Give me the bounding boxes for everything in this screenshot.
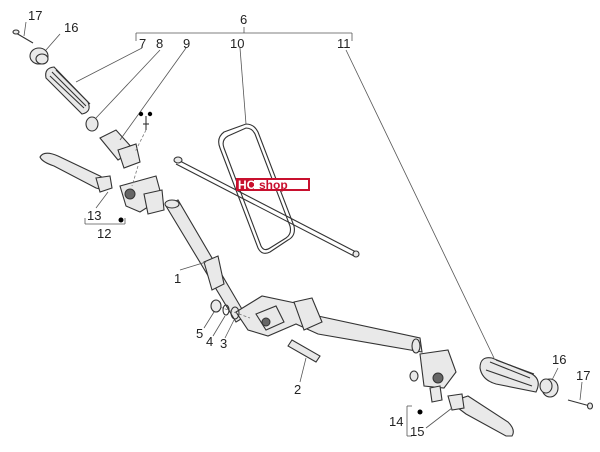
left-lever-13 <box>39 152 113 209</box>
label-16-left: 16 <box>64 20 78 35</box>
group-12-bracket <box>84 218 126 225</box>
label-5: 5 <box>196 326 203 341</box>
label-3: 3 <box>220 336 227 351</box>
right-grip <box>479 357 539 393</box>
screw-17-right <box>567 381 594 410</box>
nut-washers-3-4-5 <box>203 299 251 339</box>
grip-end-16-left <box>29 33 61 65</box>
label-1: 1 <box>174 271 181 286</box>
label-11: 11 <box>337 36 351 51</box>
group-14-bracket <box>406 405 412 437</box>
label-7: 7 <box>139 36 146 51</box>
bolt-2 <box>287 339 321 383</box>
grip-end-16-right <box>539 367 559 398</box>
ring-8 <box>85 49 161 132</box>
screw-17-left <box>12 21 34 44</box>
right-lever-15 <box>425 393 514 437</box>
group-6-bracket <box>135 27 353 41</box>
label-8: 8 <box>156 36 163 51</box>
throttle-tube-9 <box>99 47 187 169</box>
brake-cable-11 <box>173 49 495 359</box>
label-10: 10 <box>230 36 244 51</box>
label-2: 2 <box>294 382 301 397</box>
svg-text:shop: shop <box>259 178 288 192</box>
label-14: 14 <box>389 414 403 429</box>
label-6: 6 <box>240 12 247 27</box>
label-17-left: 17 <box>28 8 42 23</box>
label-9: 9 <box>183 36 190 51</box>
hcshop-logo: HC shop <box>236 178 310 192</box>
left-grip-7 <box>45 47 143 115</box>
label-15: 15 <box>410 424 424 439</box>
steering-column-1 <box>164 199 247 323</box>
left-clamp-12 <box>118 165 165 223</box>
right-clamp-14 <box>409 349 457 415</box>
throttle-cable-10 <box>218 47 295 254</box>
label-12: 12 <box>97 226 111 241</box>
small-screws <box>134 111 153 153</box>
label-4: 4 <box>206 334 213 349</box>
label-16-right: 16 <box>552 352 566 367</box>
svg-text:HC: HC <box>238 178 256 192</box>
handlebar-body <box>235 295 423 354</box>
label-17-right: 17 <box>576 368 590 383</box>
label-13: 13 <box>87 208 101 223</box>
